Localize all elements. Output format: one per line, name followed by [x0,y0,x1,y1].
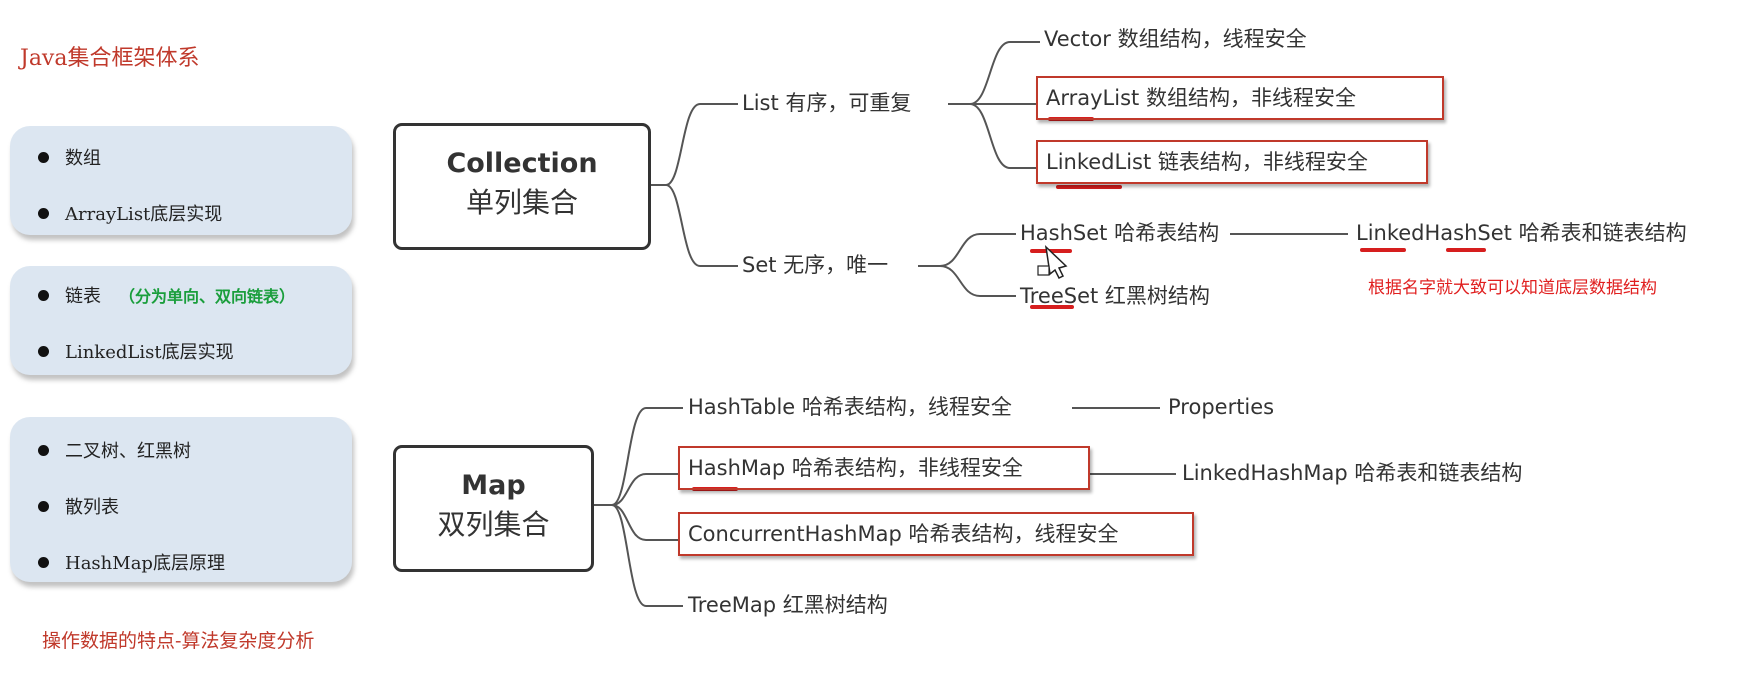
bullet-note: （分为单向、双向链表） [119,287,296,306]
bullet-text: HashMap底层原理 [65,553,225,574]
array-panel: 数组 ArrayList底层实现 [10,126,352,235]
tree-hash-panel: 二叉树、红黑树 散列表 HashMap底层原理 [10,417,352,582]
linkedlist-node: LinkedList 链表结构，非线程安全 [1036,140,1428,184]
list-item: 数组 [38,144,101,170]
arraylist-node: ArrayList 数组结构，非线程安全 [1036,76,1444,120]
concurrenthashmap-node: ConcurrentHashMap 哈希表结构，线程安全 [678,512,1194,556]
list-node: List 有序，可重复 [742,91,912,115]
collection-title: Collection [446,148,598,179]
vector-node: Vector 数组结构，线程安全 [1044,27,1307,51]
list-item: 二叉树、红黑树 [38,437,191,463]
list-item: 散列表 [38,493,119,519]
treeset-node: TreeSet 红黑树结构 [1020,284,1210,308]
bullet-text: LinkedList底层实现 [65,342,234,363]
cursor-icon [1037,244,1068,280]
bullet-text: 散列表 [65,497,119,518]
list-item: LinkedList底层实现 [38,338,234,364]
list-item: 链表 （分为单向、双向链表） [38,282,295,308]
properties-node: Properties [1168,395,1275,419]
hashtable-node: HashTable 哈希表结构，线程安全 [688,395,1012,419]
bullet-text: 数组 [65,148,101,169]
treemap-node: TreeMap 红黑树结构 [688,593,888,617]
bullet-text: 二叉树、红黑树 [65,441,191,462]
hashmap-node: HashMap 哈希表结构，非线程安全 [678,446,1090,490]
linkedhashset-node: LinkedHashSet 哈希表和链表结构 [1356,221,1687,245]
hashset-node: HashSet 哈希表结构 [1020,221,1220,245]
linkedhashmap-node: LinkedHashMap 哈希表和链表结构 [1182,461,1523,485]
linked-list-panel: 链表 （分为单向、双向链表） LinkedList底层实现 [10,266,352,375]
collection-subtitle: 单列集合 [465,186,578,219]
red-annotation: 根据名字就大致可以知道底层数据结构 [1368,278,1657,298]
bullet-text: 链表 [65,286,101,307]
footnote: 操作数据的特点-算法复杂度分析 [42,630,315,652]
bullet-text: ArrayList底层实现 [65,204,223,225]
list-item: HashMap底层原理 [38,549,225,575]
set-node: Set 无序，唯一 [742,253,889,277]
slide-title: Java集合框架体系 [20,46,200,71]
map-title: Map [461,470,526,501]
list-item: ArrayList底层实现 [38,200,222,226]
collection-node: Collection 单列集合 [393,123,651,250]
map-subtitle: 双列集合 [437,508,550,541]
map-node: Map 双列集合 [393,445,594,572]
